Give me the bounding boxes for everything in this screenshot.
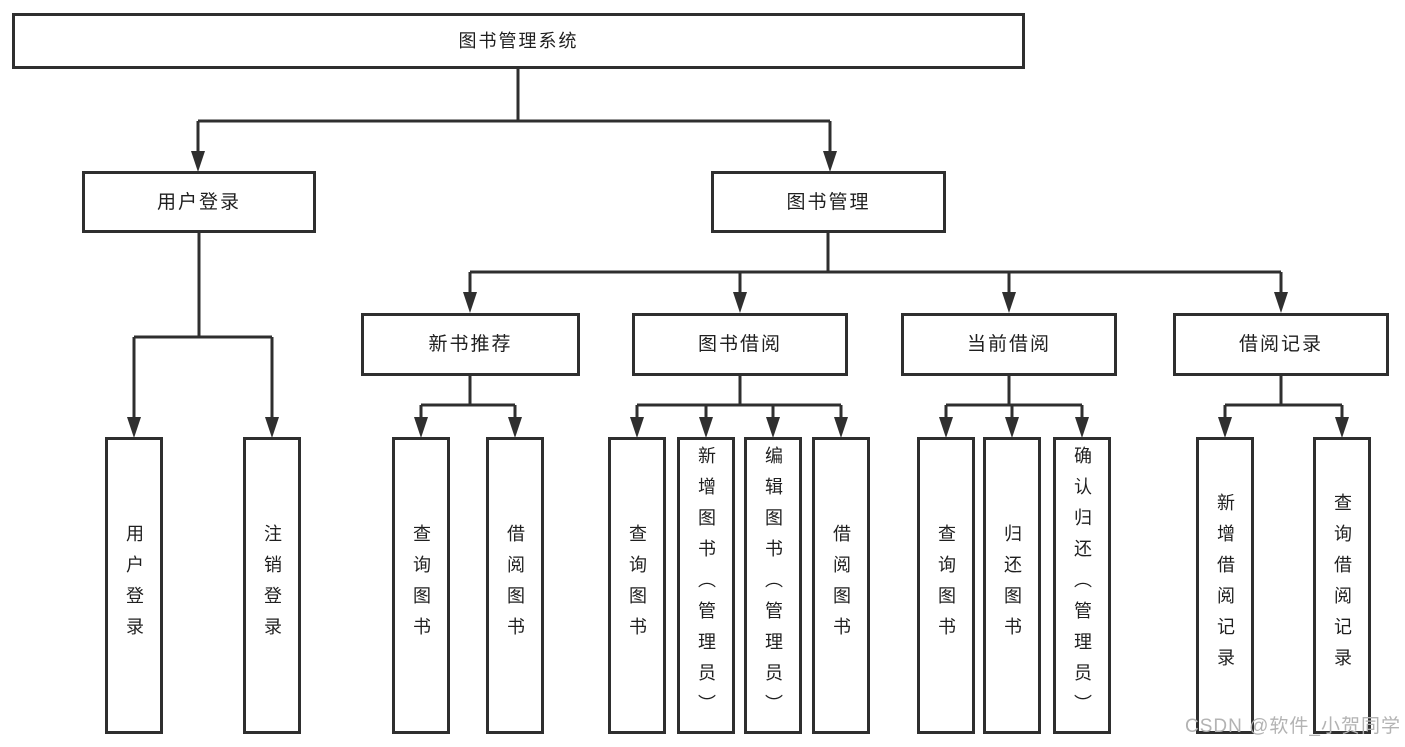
leaf-cb-return-books-label: 归还图书 bbox=[1002, 523, 1022, 648]
node-root-label: 图书管理系统 bbox=[458, 31, 579, 51]
node-new-book-recommend-label: 新书推荐 bbox=[428, 334, 513, 355]
leaf-logout-label: 注销登录 bbox=[262, 523, 282, 648]
node-current-borrowing-label: 当前借阅 bbox=[966, 334, 1051, 355]
leaf-br-add-record-label: 新增借阅记录 bbox=[1215, 492, 1235, 679]
leaf-cb-return-books: 归还图书 bbox=[983, 437, 1041, 734]
leaf-bb-query-books: 查询图书 bbox=[608, 437, 666, 734]
node-book-management-label: 图书管理 bbox=[786, 191, 871, 213]
node-user-login: 用户登录 bbox=[82, 171, 316, 233]
leaf-user-login-label: 用户登录 bbox=[124, 523, 144, 648]
leaf-nb-query-books: 查询图书 bbox=[392, 437, 450, 734]
leaf-bb-edit-books-admin-label: 编辑图书（管理员） bbox=[763, 446, 783, 725]
node-book-management: 图书管理 bbox=[711, 171, 946, 233]
leaf-bb-query-books-label: 查询图书 bbox=[627, 523, 647, 648]
node-book-borrowing-label: 图书借阅 bbox=[697, 334, 782, 355]
leaf-cb-query-books: 查询图书 bbox=[917, 437, 975, 734]
leaf-br-query-record: 查询借阅记录 bbox=[1313, 437, 1371, 734]
leaf-cb-confirm-return-admin-label: 确认归还（管理员） bbox=[1072, 446, 1092, 725]
node-user-login-label: 用户登录 bbox=[156, 191, 241, 213]
leaf-logout: 注销登录 bbox=[243, 437, 301, 734]
leaf-bb-add-books-admin-label: 新增图书（管理员） bbox=[696, 446, 716, 725]
leaf-bb-borrow-books: 借阅图书 bbox=[812, 437, 870, 734]
leaf-cb-query-books-label: 查询图书 bbox=[936, 523, 956, 648]
leaf-user-login: 用户登录 bbox=[105, 437, 163, 734]
node-root: 图书管理系统 bbox=[12, 13, 1025, 69]
leaf-bb-edit-books-admin: 编辑图书（管理员） bbox=[744, 437, 802, 734]
leaf-cb-confirm-return-admin: 确认归还（管理员） bbox=[1053, 437, 1111, 734]
leaf-br-query-record-label: 查询借阅记录 bbox=[1332, 492, 1352, 679]
leaf-bb-add-books-admin: 新增图书（管理员） bbox=[677, 437, 735, 734]
csdn-watermark: CSDN @软件_小贺同学 bbox=[1185, 716, 1401, 737]
arrowheads bbox=[127, 151, 1349, 438]
leaf-bb-borrow-books-label: 借阅图书 bbox=[831, 523, 851, 648]
node-current-borrowing: 当前借阅 bbox=[901, 313, 1117, 376]
node-borrowing-records-label: 借阅记录 bbox=[1238, 334, 1323, 355]
leaf-br-add-record: 新增借阅记录 bbox=[1196, 437, 1254, 734]
node-book-borrowing: 图书借阅 bbox=[632, 313, 848, 376]
node-new-book-recommend: 新书推荐 bbox=[361, 313, 580, 376]
leaf-nb-query-books-label: 查询图书 bbox=[411, 523, 431, 648]
node-borrowing-records: 借阅记录 bbox=[1173, 313, 1389, 376]
leaf-nb-borrow-books: 借阅图书 bbox=[486, 437, 544, 734]
leaf-nb-borrow-books-label: 借阅图书 bbox=[505, 523, 525, 648]
